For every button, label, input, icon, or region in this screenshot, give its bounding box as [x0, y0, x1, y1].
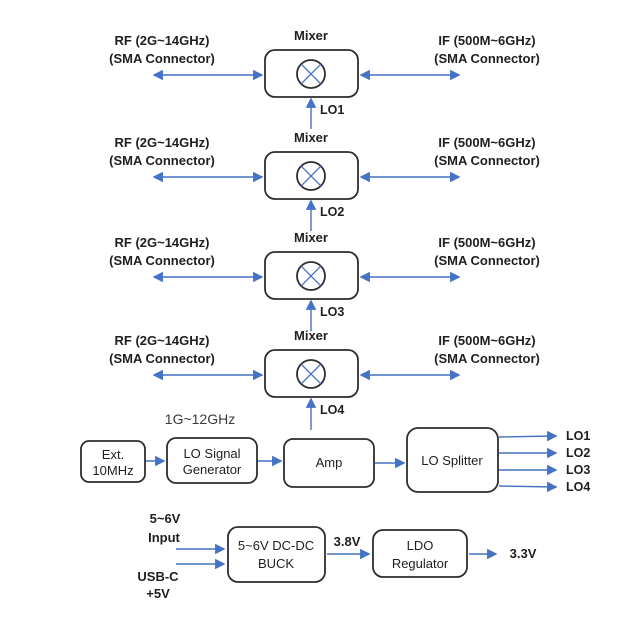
- ext-ref-label-line1: Ext.: [102, 447, 124, 462]
- buck-converter-box: [227, 526, 326, 583]
- mixer-stage-4: Mixer RF (2G~14GHz) (SMA Connector) IF (…: [109, 328, 540, 430]
- if-port-label: IF (500M~6GHz): [438, 33, 535, 48]
- lo-frequency-label: 1G~12GHz: [165, 411, 235, 427]
- mixer-title: Mixer: [294, 28, 328, 43]
- if-port-label: IF (500M~6GHz): [438, 333, 535, 348]
- lo-port-label: LO2: [320, 205, 344, 219]
- splitter-output-label-3: LO3: [566, 463, 590, 477]
- lo-port-label: LO4: [320, 403, 344, 417]
- splitter-output-arrow-4: [498, 481, 558, 493]
- buck-output-voltage-label: 3.8V: [334, 534, 361, 549]
- rf-port-label: RF (2G~14GHz): [115, 333, 210, 348]
- splitter-output-label-1: LO1: [566, 429, 590, 443]
- mixer-title: Mixer: [294, 130, 328, 145]
- if-port-sublabel: (SMA Connector): [434, 153, 540, 168]
- mixer-stage-2: Mixer RF (2G~14GHz) (SMA Connector) IF (…: [109, 130, 540, 231]
- mixer-x-line: [300, 265, 322, 287]
- buck-label-line1: 5~6V DC-DC: [238, 538, 314, 553]
- usb-input-label-line1: USB-C: [137, 569, 179, 584]
- ldo-label-line1: LDO: [407, 538, 434, 553]
- lo-port-label: LO3: [320, 305, 344, 319]
- rf-port-label: RF (2G~14GHz): [115, 235, 210, 250]
- rf-port-label: RF (2G~14GHz): [115, 135, 210, 150]
- lo-splitter-label: LO Splitter: [421, 453, 483, 468]
- splitter-output-label-4: LO4: [566, 480, 590, 494]
- lo-generator-label-line1: LO Signal: [183, 446, 240, 461]
- mixer-x-line: [300, 363, 322, 385]
- ldo-output-voltage-label: 3.3V: [510, 546, 537, 561]
- splitter-output-arrow-1: [498, 430, 558, 442]
- rf-port-sublabel: (SMA Connector): [109, 351, 215, 366]
- dc-input-label-line1: 5~6V: [150, 511, 181, 526]
- amp-label: Amp: [316, 455, 343, 470]
- lo-port-label: LO1: [320, 103, 344, 117]
- mixer-title: Mixer: [294, 230, 328, 245]
- if-port-label: IF (500M~6GHz): [438, 135, 535, 150]
- mixer-stage-1: Mixer RF (2G~14GHz) (SMA Connector) IF (…: [109, 28, 540, 129]
- rf-port-label: RF (2G~14GHz): [115, 33, 210, 48]
- ext-ref-label-line2: 10MHz: [92, 463, 133, 478]
- rf-port-sublabel: (SMA Connector): [109, 153, 215, 168]
- if-port-sublabel: (SMA Connector): [434, 253, 540, 268]
- ext-ref-box: [80, 440, 146, 483]
- mixer-stage-3: Mixer RF (2G~14GHz) (SMA Connector) IF (…: [109, 230, 540, 331]
- dc-input-label-line2: Input: [148, 530, 180, 545]
- mixer-x-line: [300, 63, 322, 85]
- if-port-sublabel: (SMA Connector): [434, 51, 540, 66]
- lo-chain: 1G~12GHz Ext. 10MHz LO Signal Generator …: [80, 411, 590, 494]
- rf-port-sublabel: (SMA Connector): [109, 253, 215, 268]
- lo-generator-box: [166, 437, 258, 484]
- lo-generator-label-line2: Generator: [183, 462, 242, 477]
- mixer-title: Mixer: [294, 328, 328, 343]
- mixer-x-line: [300, 165, 322, 187]
- buck-label-line2: BUCK: [258, 556, 294, 571]
- power-chain: 5~6V Input USB-C +5V 5~6V DC-DC BUCK 3.8…: [137, 511, 536, 601]
- usb-input-label-line2: +5V: [146, 586, 170, 601]
- lo-splitter-box: [406, 427, 499, 493]
- ldo-regulator-box: [372, 529, 468, 578]
- ldo-label-line2: Regulator: [392, 556, 449, 571]
- if-port-sublabel: (SMA Connector): [434, 351, 540, 366]
- if-port-label: IF (500M~6GHz): [438, 235, 535, 250]
- amp-box: [283, 438, 375, 488]
- splitter-output-label-2: LO2: [566, 446, 590, 460]
- rf-port-sublabel: (SMA Connector): [109, 51, 215, 66]
